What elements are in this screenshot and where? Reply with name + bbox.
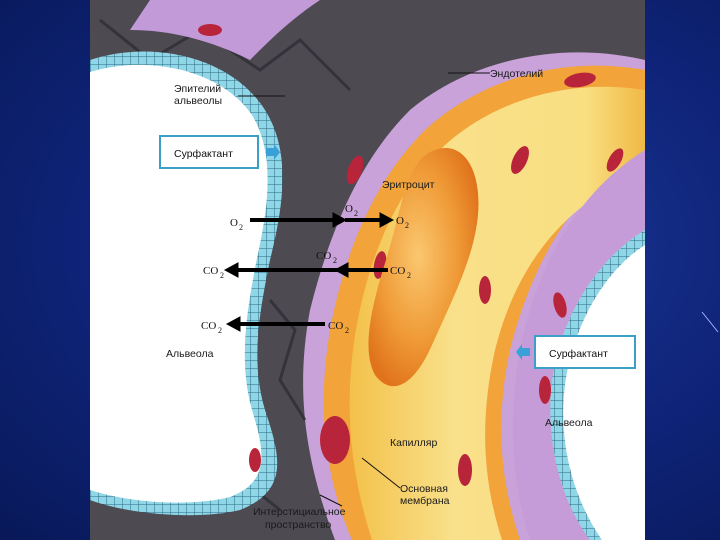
slide-corner-mark: [700, 310, 720, 340]
alveola-left: [90, 65, 268, 503]
surfactant-right-label: Сурфактант: [549, 348, 608, 360]
basement-membrane-line1: Основная: [400, 483, 448, 495]
diagram-panel: Сурфактант Сурфактант Эпителий альвеолы …: [90, 0, 645, 540]
svg-text:CO: CO: [201, 320, 216, 332]
alveolar-capillary-diagram: Сурфактант Сурфактант Эпителий альвеолы …: [90, 0, 645, 540]
svg-text:2: 2: [218, 326, 222, 335]
erythrocyte-label: Эритроцит: [382, 179, 435, 191]
basement-membrane-line2: мембрана: [400, 495, 450, 507]
svg-text:O: O: [396, 215, 404, 227]
epithelium-label-line2: альвеолы: [174, 95, 222, 107]
svg-text:2: 2: [239, 223, 243, 232]
svg-text:2: 2: [333, 256, 337, 265]
svg-text:2: 2: [407, 271, 411, 280]
svg-text:O: O: [230, 217, 238, 229]
epithelium-label-line1: Эпителий: [174, 83, 221, 95]
svg-text:2: 2: [405, 221, 409, 230]
interstitial-line1: Интерстициальное: [253, 506, 346, 518]
alveola-right-label: Альвеола: [545, 417, 593, 429]
svg-text:O: O: [345, 203, 353, 215]
svg-text:CO: CO: [203, 265, 218, 277]
svg-text:CO: CO: [328, 320, 343, 332]
interstitial-line2: пространство: [265, 519, 331, 531]
endothelium-label: Эндотелий: [490, 68, 543, 80]
svg-text:2: 2: [220, 271, 224, 280]
surfactant-left-label: Сурфактант: [174, 148, 233, 160]
svg-text:CO: CO: [316, 250, 331, 262]
svg-text:2: 2: [354, 209, 358, 218]
svg-text:CO: CO: [390, 265, 405, 277]
capillary-label: Капилляр: [390, 437, 437, 449]
alveola-left-label: Альвеола: [166, 348, 214, 360]
svg-text:2: 2: [345, 326, 349, 335]
